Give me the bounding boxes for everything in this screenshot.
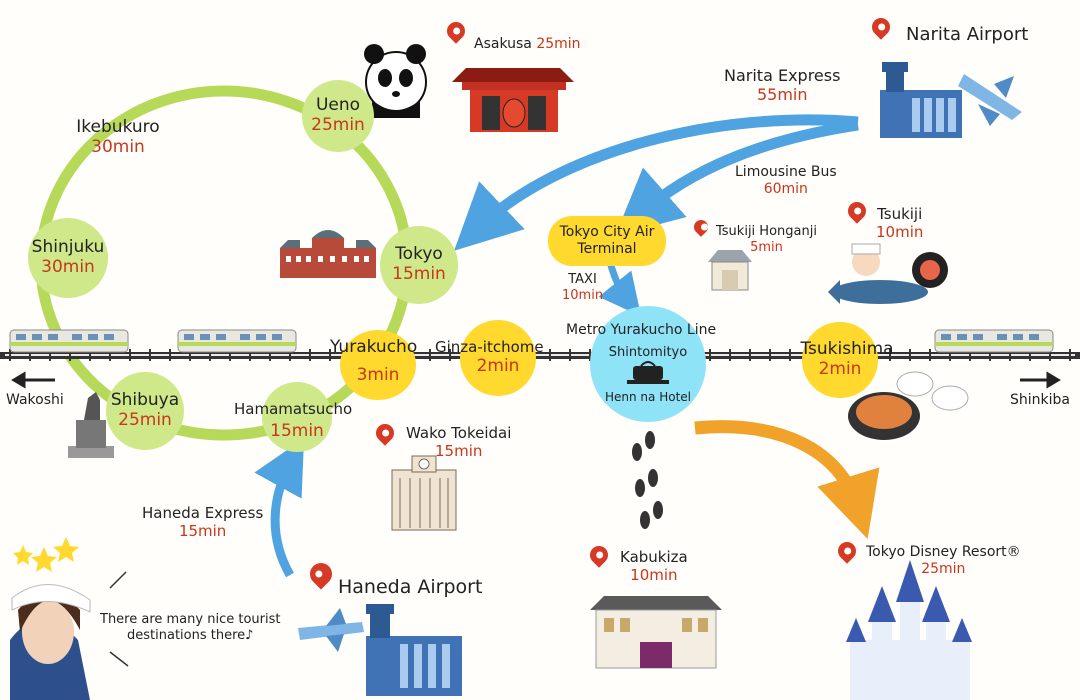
train-icon-middle	[177, 329, 297, 353]
haneda-express-text: Haneda Express	[142, 504, 264, 522]
station-ikebukuro[interactable]: Ikebukuro 30min	[72, 98, 164, 178]
station-time: 25min	[311, 115, 365, 135]
station-name: Ueno	[315, 95, 361, 116]
hotel-icon	[627, 360, 669, 384]
taxi-arrow	[598, 261, 642, 317]
tour-guide-icon	[10, 537, 91, 700]
narita-express-time: 55min	[756, 85, 808, 105]
ginza-itchome-label: Ginza-itchome	[435, 338, 544, 356]
station-name: Tokyo	[395, 244, 443, 265]
haneda-title[interactable]: Haneda Airport	[338, 576, 483, 598]
station-tsukishima[interactable]: Tsukishima 2min	[800, 322, 894, 398]
taxi-text: TAXI	[568, 272, 597, 287]
station-ginza-itchome[interactable]: 2min	[460, 320, 536, 396]
tsukiji-honganji-label[interactable]: Tsukiji Honganji 5min	[716, 224, 817, 255]
kabukiza-label[interactable]: Kabukiza 10min	[620, 548, 688, 584]
station-name: Shinjuku	[31, 237, 105, 258]
asakusa-gate-icon	[452, 68, 574, 132]
haneda-express-label: Haneda Express 15min	[142, 504, 263, 540]
kabukiza-name: Kabukiza	[620, 548, 688, 566]
station-time: 30min	[41, 257, 95, 277]
station-tokyo[interactable]: Tokyo 15min	[380, 226, 458, 304]
asakusa-name: Asakusa	[474, 36, 532, 52]
arrow-left-icon	[11, 371, 55, 389]
direction-right-label: Shinkiba	[1010, 392, 1070, 408]
station-time: 25min	[118, 410, 172, 430]
haneda-airplane-icon	[298, 608, 364, 652]
hotel-name: Henn na Hotel	[605, 389, 691, 404]
hamamatsucho-label: Hamamatsucho	[234, 400, 353, 418]
train-icon-left	[9, 329, 129, 353]
limousine-bus-arrow	[615, 119, 859, 236]
station-yurakucho[interactable]: 3min	[340, 330, 416, 400]
speech-lines-icon	[109, 571, 129, 667]
station-name: Tsukishima	[800, 339, 894, 360]
wako-building-icon	[391, 455, 457, 531]
panda-icon	[364, 44, 427, 118]
haneda-airport-icon	[366, 604, 462, 696]
narita-express-label: Narita Express 55min	[724, 66, 840, 104]
station-time: 3min	[356, 365, 400, 386]
wako-label[interactable]: Wako Tokeidai 15min	[406, 424, 511, 460]
kabukiza-icon	[590, 596, 722, 669]
disney-label[interactable]: Tokyo Disney Resort® 25min	[866, 544, 1021, 578]
hotel-station-name: Shintomityo	[608, 344, 688, 360]
limousine-bus-label: Limousine Bus 60min	[735, 164, 837, 198]
city-air-terminal-name: Tokyo City Air Terminal	[559, 223, 655, 258]
station-name: Shibuya	[110, 390, 180, 411]
limousine-bus-time: 60min	[763, 180, 808, 197]
station-time: 2min	[818, 359, 862, 379]
metro-line-label: Metro Yurakucho Line	[566, 322, 717, 338]
disney-name: Tokyo Disney Resort®	[866, 544, 1021, 560]
taxi-label: TAXI 10min	[562, 272, 603, 303]
airplane-icon	[958, 74, 1022, 126]
narita-express-arrow	[454, 114, 859, 251]
tsukiji-honganji-time: 5min	[750, 239, 783, 255]
arrow-right-icon	[1020, 371, 1061, 389]
kabukiza-time: 10min	[630, 566, 678, 584]
tsukiji-honganji-icon	[708, 250, 752, 291]
tsukiji-name: Tsukiji	[877, 205, 923, 223]
hachiko-statue-icon	[68, 392, 114, 458]
guide-speech-line1: There are many nice tourist	[100, 612, 281, 627]
narita-express-text: Narita Express	[724, 66, 841, 85]
station-time: 2min	[476, 356, 520, 377]
guide-speech-line2: destinations there♪	[127, 627, 254, 643]
station-hamamatsucho[interactable]: 15min	[262, 382, 332, 452]
tsukiji-time: 10min	[876, 223, 924, 241]
disney-time: 25min	[921, 560, 966, 577]
narita-title[interactable]: Narita Airport	[906, 24, 1029, 45]
asakusa-label[interactable]: Asakusa 25min	[474, 36, 581, 53]
taxi-time: 10min	[562, 287, 604, 303]
station-time: 30min	[91, 137, 145, 157]
station-time: 15min	[392, 264, 446, 284]
train-icon-right	[934, 329, 1054, 353]
wako-name: Wako Tokeidai	[406, 424, 512, 442]
limousine-bus-text: Limousine Bus	[735, 164, 837, 180]
guide-speech: There are many nice tourist destinations…	[100, 612, 280, 643]
haneda-express-arrow	[254, 438, 305, 578]
station-shibuya[interactable]: Shibuya 25min	[106, 372, 184, 450]
station-time: 15min	[270, 421, 324, 442]
direction-left-label: Wakoshi	[6, 392, 64, 408]
city-air-terminal[interactable]: Tokyo City Air Terminal	[548, 216, 666, 266]
disney-arrow	[694, 420, 880, 540]
tsukiji-honganji-name: Tsukiji Honganji	[716, 224, 817, 239]
tsukiji-label[interactable]: Tsukiji 10min	[876, 205, 923, 241]
hotel-station[interactable]: Shintomityo Henn na Hotel	[590, 306, 706, 422]
narita-airport-icon	[880, 62, 962, 138]
yurakucho-label: Yurakucho	[330, 337, 418, 357]
tokyo-station-icon	[280, 230, 376, 278]
wako-time: 15min	[435, 442, 483, 460]
station-shinjuku[interactable]: Shinjuku 30min	[28, 218, 108, 298]
disney-castle-icon	[846, 560, 972, 700]
station-ueno[interactable]: Ueno 25min	[302, 80, 374, 152]
footprints-icon	[632, 431, 663, 529]
asakusa-time: 25min	[536, 36, 581, 52]
station-name: Ikebukuro	[76, 117, 160, 138]
monja-food-icon	[848, 371, 969, 440]
haneda-express-time: 15min	[178, 522, 227, 540]
sushi-tuna-icon	[828, 243, 948, 304]
